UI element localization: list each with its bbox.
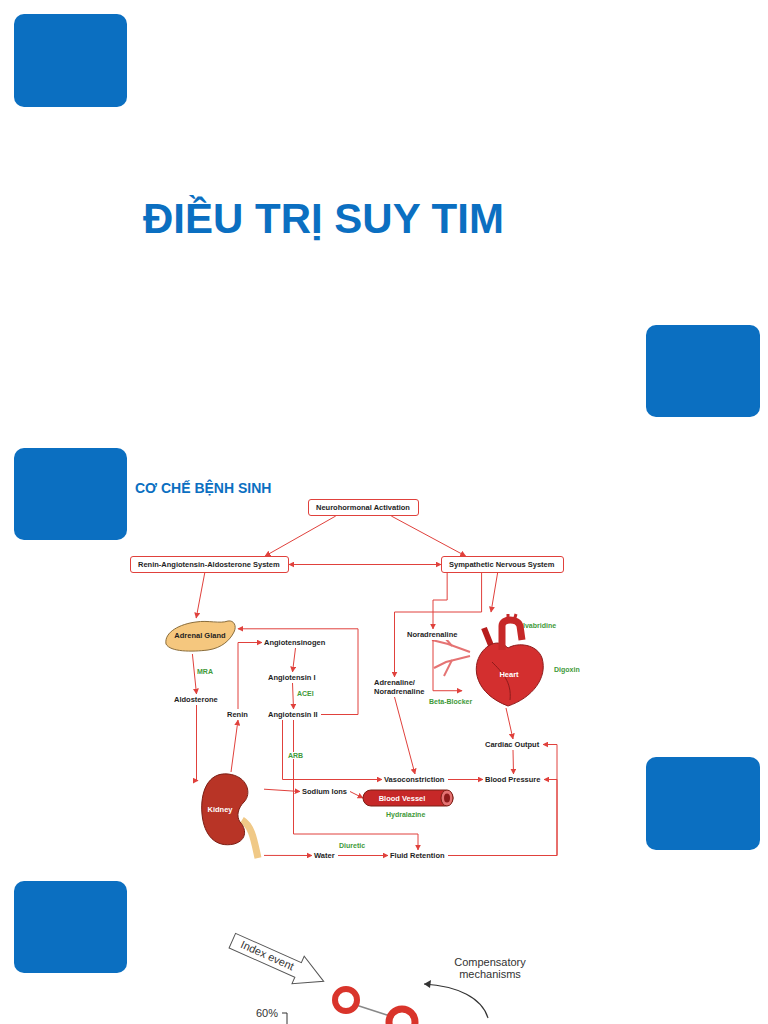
flow-term: Blood Pressure (483, 774, 544, 785)
decor-square (14, 14, 127, 107)
flow-arrow (231, 720, 238, 772)
node-text: Angiotensin II (268, 710, 319, 719)
decor-square (14, 448, 127, 540)
drug-label: Hydralazine (385, 811, 426, 818)
flow-arrow (506, 708, 513, 739)
flow-arrow (391, 516, 465, 556)
node-text: Sympathetic Nervous System (449, 560, 556, 569)
node-text: Adrenaline/ Noradrenaline (374, 678, 415, 696)
flow-arrow (338, 855, 388, 856)
flow-arrow (196, 573, 205, 618)
flow-arrow (293, 683, 294, 709)
flow-term: Vasoconstriction (382, 774, 448, 785)
figure-note: Compensatory mechanisms (440, 956, 540, 980)
process-box: Sympathetic Nervous System (441, 556, 564, 573)
connector-line (356, 1005, 390, 1016)
flow-arrow (395, 697, 416, 774)
flow-arrow (293, 648, 296, 672)
node-text: Angiotensinogen (264, 638, 327, 647)
flow-arrow (197, 705, 199, 781)
flow-term: Angiotensin I (266, 672, 319, 683)
flow-arrow (238, 643, 262, 710)
flow-arrow (294, 720, 419, 850)
flow-term: Fluid Retention (388, 850, 448, 861)
flow-arrow (350, 792, 363, 799)
event-arrow: Index event (224, 924, 333, 997)
flow-arrow (283, 720, 383, 780)
ventricle-ring (389, 1009, 415, 1024)
node-text: Noradrenaline (407, 630, 459, 639)
flow-term: Adrenaline/ Noradrenaline (372, 677, 417, 697)
drug-label: Diuretic (338, 842, 366, 849)
node-text: Blood Pressure (485, 775, 542, 784)
node-text: Heart (499, 670, 518, 679)
curved-arrow (424, 984, 488, 1018)
node-text: Aldosterone (174, 695, 219, 704)
heart-illustration-outline (462, 612, 550, 708)
decor-squares (14, 14, 760, 973)
flow-term: Aldosterone (172, 694, 221, 705)
flow-arrow (448, 779, 483, 780)
flow-arrow (265, 516, 336, 556)
flow-arrow (513, 750, 515, 774)
vessel-branch (444, 660, 452, 676)
process-box: Renin-Angiotensin-Aldosterone System (130, 556, 289, 573)
node-text: Water (314, 851, 336, 860)
flow-arrow (433, 640, 462, 691)
drug-label: Beta-Blocker (428, 698, 473, 705)
flow-arrow (395, 573, 482, 677)
arrow-head (424, 980, 431, 988)
drug-label: Ivabridine (522, 622, 557, 629)
remodeling-figure (282, 980, 488, 1024)
ventricle-ring (335, 989, 357, 1011)
node-text: Fluid Retention (390, 851, 446, 860)
node-text: Adrenal Gland (174, 631, 225, 640)
flow-arrow (491, 573, 498, 612)
flow-arrow (238, 629, 358, 715)
node-text: Cardiac Output (485, 740, 541, 749)
process-box: Neurohormonal Activation (308, 499, 419, 516)
flow-arrow (448, 780, 557, 856)
node-text: Renin-Angiotensin-Aldosterone System (138, 560, 281, 569)
heart-illustration: Heart (462, 612, 550, 708)
section-heading: CƠ CHẾ BỆNH SINH (135, 480, 271, 496)
drug-label: Digoxin (553, 666, 581, 673)
flow-arrow (433, 573, 447, 629)
flow-term: Angiotensinogen (262, 637, 329, 648)
flow-arrow (289, 564, 441, 565)
node-text: Kidney (207, 805, 232, 814)
flow-term: Angiotensin II (266, 709, 321, 720)
decor-square (646, 325, 760, 417)
flow-term: Cardiac Output (483, 739, 543, 750)
node-text: Renin (227, 710, 249, 719)
flow-term: Noradrenaline (405, 629, 461, 640)
kidney-organ-outline (198, 772, 264, 858)
node-text: Vasoconstriction (384, 775, 446, 784)
adrenal-gland: Adrenal Gland (162, 618, 238, 654)
drug-label: ARB (287, 752, 304, 759)
blood-vessel: Blood Vessel (363, 790, 455, 806)
node-text: Angiotensin I (268, 673, 317, 682)
kidney-organ: Kidney (198, 772, 264, 858)
node-text: Blood Vessel (379, 794, 426, 803)
flow-arrow (448, 745, 557, 856)
decor-square (646, 757, 760, 850)
decor-square (14, 881, 127, 973)
flow-arrow (264, 789, 300, 791)
flow-term: Water (312, 850, 338, 861)
node-text: Sodium Ions (302, 787, 348, 796)
percent-label: 60% (256, 1007, 278, 1019)
flow-term: Renin (225, 709, 251, 720)
node-text: Neurohormonal Activation (316, 503, 411, 512)
flow-term: Sodium Ions (300, 786, 350, 797)
slide-title: ĐIỀU TRỊ SUY TIM (143, 195, 504, 243)
flow-arrow (264, 855, 312, 856)
bracket (282, 1013, 287, 1024)
drug-label: ACEI (296, 690, 315, 697)
drug-label: MRA (196, 668, 214, 675)
